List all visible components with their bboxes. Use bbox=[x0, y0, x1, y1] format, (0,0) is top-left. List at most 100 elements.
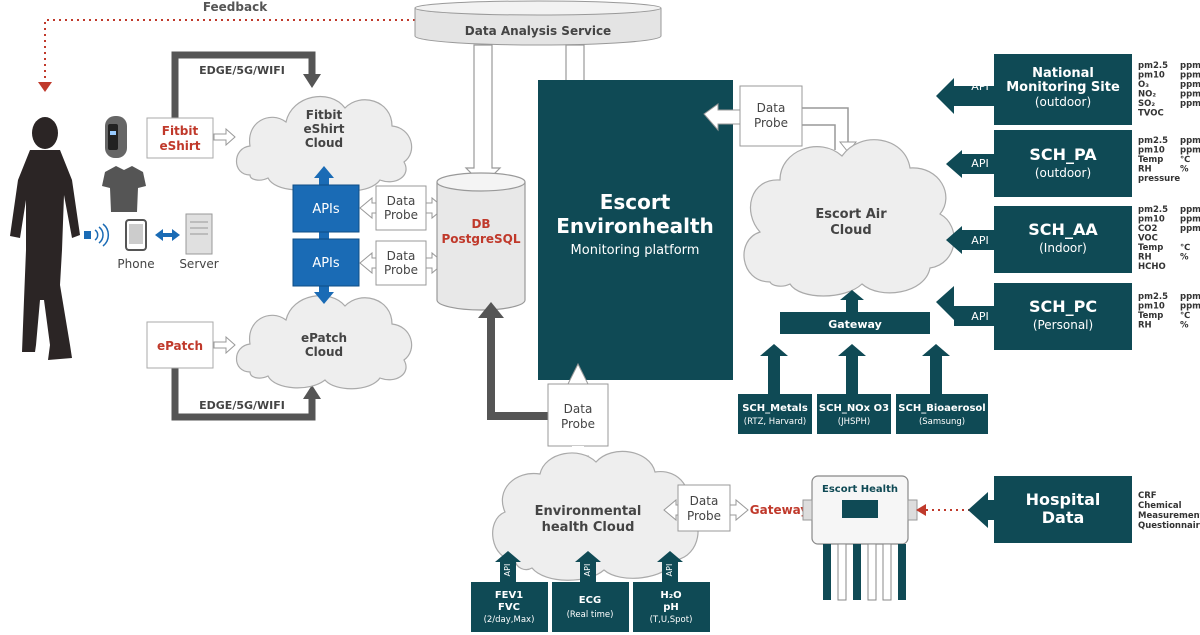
api-label-site-2: API bbox=[971, 234, 988, 247]
sensor-metals-name: SCH_Metals bbox=[742, 403, 808, 414]
site-sch-pa-sub: (outdoor) bbox=[1035, 166, 1091, 180]
data-probe-env-gateway bbox=[663, 484, 749, 532]
api-label-site-0: API bbox=[971, 80, 988, 93]
sensor-metals-sub: (RTZ, Harvard) bbox=[744, 417, 806, 427]
site-box-sch-pc bbox=[994, 283, 1132, 350]
apis-box-1-label: APIs bbox=[312, 202, 340, 217]
bottom-fev-line1: FEV1 bbox=[495, 590, 523, 601]
fitbit-box-line1: Fitbit bbox=[162, 124, 199, 138]
epatch-cloud-line1: ePatch bbox=[301, 331, 347, 345]
site-metric: SO₂ bbox=[1138, 99, 1155, 109]
site-metric: pm10 bbox=[1138, 71, 1165, 81]
epatch-cloud bbox=[235, 295, 413, 390]
platform-title-line1: Escort bbox=[600, 190, 671, 214]
site-metric: VOC bbox=[1138, 234, 1158, 244]
bottom-h2o-line1: H₂O bbox=[660, 590, 681, 601]
site-metric-unit: ppm bbox=[1180, 292, 1200, 302]
epatch-box-label: ePatch bbox=[157, 339, 203, 353]
data-probe-air-line2: Probe bbox=[754, 116, 788, 130]
wireless-signal-icon bbox=[84, 223, 110, 247]
env-api-label-2: API bbox=[665, 564, 674, 577]
sensor-box-metals bbox=[738, 394, 812, 434]
person-silhouette-icon bbox=[10, 117, 80, 360]
site-national-line2: Monitoring Site bbox=[1006, 80, 1120, 95]
escort-health-device-label: Escort Health bbox=[822, 484, 898, 495]
escort-air-cloud bbox=[743, 139, 955, 297]
env-cloud-line2: health Cloud bbox=[542, 520, 635, 535]
fitbit-eshirt-box bbox=[146, 117, 214, 159]
data-probe-platform-env bbox=[547, 362, 609, 471]
data-probe-apis-2 bbox=[359, 240, 445, 286]
site-metric-unit: % bbox=[1180, 321, 1189, 331]
edge-loop-top bbox=[171, 51, 316, 118]
hospital-note-1: Chemical bbox=[1138, 501, 1182, 511]
fitbit-box-line2: eShirt bbox=[159, 139, 200, 153]
apis-vertical-arrow bbox=[314, 166, 334, 304]
edge-label-top: EDGE/5G/WIFI bbox=[199, 64, 285, 77]
das-to-db-arrow bbox=[464, 44, 502, 186]
data-probe-apis-1 bbox=[359, 185, 445, 231]
site-metric: NO₂ bbox=[1138, 90, 1156, 100]
bottom-box-ecg bbox=[552, 582, 629, 632]
smartwatch-icon bbox=[105, 116, 127, 158]
hospital-line2: Data bbox=[1042, 508, 1085, 527]
site-metric: pm2.5 bbox=[1138, 292, 1168, 302]
environmental-health-cloud bbox=[492, 450, 699, 581]
fitbit-to-cloud-arrow bbox=[213, 127, 236, 147]
site-metric: Temp bbox=[1138, 155, 1163, 165]
apis-box-2-label: APIs bbox=[312, 256, 340, 271]
site-metric: pm10 bbox=[1138, 215, 1165, 225]
site-national-line1: National bbox=[1032, 66, 1094, 81]
site-metric: pm2.5 bbox=[1138, 61, 1168, 71]
escort-health-device-icon bbox=[802, 475, 918, 601]
site-metric: TVOC bbox=[1138, 109, 1164, 119]
edge-loop-bottom bbox=[171, 368, 316, 421]
hospital-data-box bbox=[994, 476, 1132, 543]
site-sch-aa-name: SCH_AA bbox=[1028, 220, 1098, 239]
hospital-api-arrow bbox=[968, 492, 996, 528]
hospital-line1: Hospital bbox=[1026, 490, 1101, 509]
db-label-line1: DB bbox=[471, 217, 490, 231]
site-metric: O₃ bbox=[1138, 80, 1149, 90]
env-api-arrows bbox=[495, 551, 683, 582]
site-metric: Temp bbox=[1138, 243, 1163, 253]
site-sch-aa-sub: (Indoor) bbox=[1039, 241, 1087, 255]
site-sch-pc-name: SCH_PC bbox=[1029, 297, 1097, 316]
site-metric: RH bbox=[1138, 321, 1152, 331]
data-probe-env-line2: Probe bbox=[687, 509, 721, 523]
data-probe-platform-line1: Data bbox=[564, 402, 593, 416]
site-metric-unit: ppm bbox=[1180, 71, 1200, 81]
edge-top-arrowhead bbox=[303, 74, 321, 88]
hospital-note-2: Measurement bbox=[1138, 511, 1200, 521]
site-box-national bbox=[994, 54, 1132, 125]
site-metric-unit: ppm bbox=[1180, 205, 1200, 215]
epatch-to-cloud-arrow bbox=[213, 335, 236, 355]
gateway-to-air-arrow bbox=[840, 290, 864, 312]
site-api-arrows bbox=[936, 78, 994, 326]
air-gateway-label: Gateway bbox=[828, 318, 882, 331]
apis-box-2 bbox=[292, 238, 360, 287]
site-metric-unit: ppm bbox=[1180, 136, 1200, 146]
phone-icon bbox=[125, 219, 147, 251]
site-metric: RH bbox=[1138, 165, 1152, 175]
feedback-label: Feedback bbox=[203, 0, 268, 14]
fitbit-cloud-line2: eShirt bbox=[303, 122, 344, 136]
site-metric-unit: ppm bbox=[1180, 99, 1200, 109]
site-metric: pm2.5 bbox=[1138, 136, 1168, 146]
site-sch-pc-sub: (Personal) bbox=[1033, 318, 1093, 332]
sensor-bioaerosol-sub: (Samsung) bbox=[919, 417, 965, 427]
site-metric: CO2 bbox=[1138, 224, 1157, 234]
sensor-up-arrows bbox=[760, 344, 950, 394]
site-national-sub: (outdoor) bbox=[1035, 95, 1091, 109]
server-label: Server bbox=[179, 257, 218, 271]
site-metric: RH bbox=[1138, 253, 1152, 263]
edge-bottom-arrowhead bbox=[303, 385, 321, 399]
sensor-nox-sub: (JHSPH) bbox=[838, 417, 870, 427]
api-label-site-1: API bbox=[971, 157, 988, 170]
site-metric: HCHO bbox=[1138, 262, 1166, 272]
edge-label-bottom: EDGE/5G/WIFI bbox=[199, 399, 285, 412]
data-probe-air bbox=[703, 85, 858, 153]
bottom-fev-line2: FVC bbox=[498, 602, 520, 613]
site-metric: pm10 bbox=[1138, 302, 1165, 312]
